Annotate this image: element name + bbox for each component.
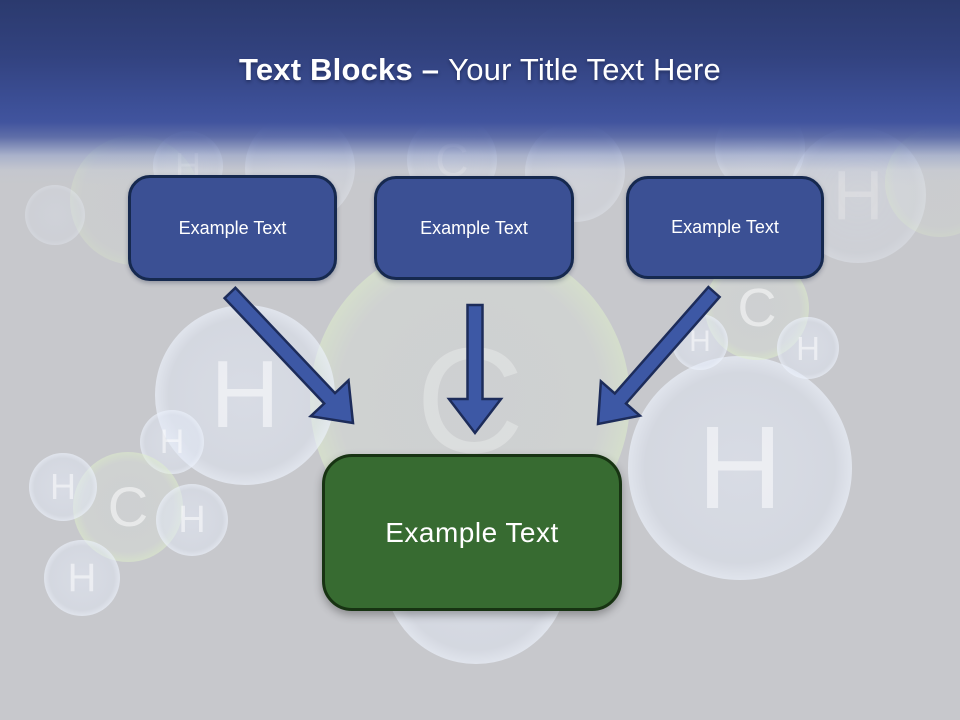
slide-title: Text Blocks –Your Title Text Here	[0, 52, 960, 88]
title-bold-text: Text Blocks –	[239, 52, 440, 87]
molecule-bubble: H	[44, 540, 120, 616]
molecule-bubble: H	[777, 317, 839, 379]
atom-letter: H	[178, 499, 206, 541]
atom-letter: C	[107, 475, 149, 538]
result-block-label: Example Text	[385, 516, 559, 548]
atom-letter: H	[67, 556, 97, 600]
arrow-left-down-icon	[222, 286, 355, 425]
atom-letter: H	[697, 402, 783, 534]
molecule-bubble: H	[628, 356, 852, 580]
title-regular-text: Your Title Text Here	[448, 52, 721, 87]
header-band	[0, 0, 960, 185]
arrow-down-icon	[446, 303, 504, 436]
molecule-bubble: H	[29, 453, 97, 521]
text-block-1-label: Example Text	[178, 217, 287, 238]
atom-letter: H	[159, 423, 185, 461]
molecule-bubble	[25, 185, 85, 245]
text-block-2-label: Example Text	[420, 217, 528, 238]
atom-letter: H	[50, 466, 76, 507]
text-block-2: Example Text	[374, 176, 574, 280]
text-block-3: Example Text	[626, 176, 824, 279]
atom-letter: H	[210, 341, 280, 448]
text-block-1: Example Text	[128, 175, 337, 281]
arrow-right-down-icon	[596, 285, 722, 426]
atom-letter: H	[796, 329, 820, 367]
atom-letter: C	[737, 278, 777, 338]
result-block: Example Text	[322, 454, 622, 611]
text-block-3-label: Example Text	[671, 217, 779, 237]
atom-letter: H	[689, 325, 711, 358]
molecule-bubble: H	[156, 484, 228, 556]
